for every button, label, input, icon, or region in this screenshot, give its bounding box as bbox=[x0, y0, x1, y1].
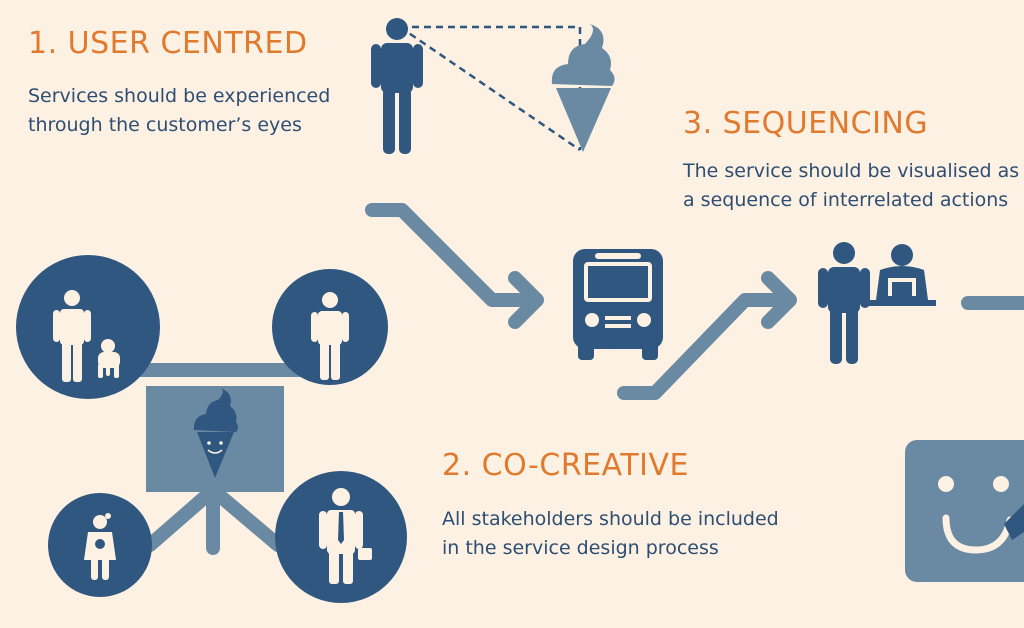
ice-cream-icon bbox=[551, 24, 615, 152]
person-icon bbox=[311, 292, 349, 380]
principle-3-heading: 3. SEQUENCING bbox=[683, 106, 929, 141]
person-icon bbox=[371, 18, 423, 154]
sequence-arrow-2 bbox=[617, 271, 797, 400]
stakeholder-circle-owner bbox=[16, 255, 160, 399]
person-icon bbox=[53, 290, 91, 382]
ice-cream-icon bbox=[193, 388, 238, 478]
principle-3-description: The service should be visualised as a se… bbox=[683, 157, 1019, 215]
bus-icon bbox=[573, 249, 663, 360]
sight-line bbox=[399, 25, 582, 152]
dog-icon bbox=[98, 339, 120, 378]
smiley-card-icon bbox=[905, 440, 1024, 582]
child-icon bbox=[84, 513, 116, 580]
stakeholder-circle-staff bbox=[272, 269, 388, 385]
principle-2-heading: 2. CO-CREATIVE bbox=[442, 448, 689, 483]
principle-1-description: Services should be experienced through t… bbox=[28, 82, 330, 140]
stakeholder-circle-business bbox=[275, 471, 407, 603]
principle-3-line-1: The service should be visualised as bbox=[683, 160, 1020, 182]
stakeholder-circle-child bbox=[48, 493, 152, 597]
presentation-board bbox=[146, 386, 284, 492]
sequence-arrow-1 bbox=[365, 203, 544, 329]
principle-1-heading: 1. USER CENTRED bbox=[28, 26, 308, 61]
customer-icon bbox=[818, 242, 870, 364]
shop-clerk-icon bbox=[868, 244, 936, 306]
principle-2-line-1: All stakeholders should be included bbox=[442, 508, 779, 530]
principle-3-line-2: a sequence of interrelated actions bbox=[683, 189, 1009, 211]
principle-2-description: All stakeholders should be included in t… bbox=[442, 505, 779, 563]
principle-1-line-1: Services should be experienced bbox=[28, 85, 331, 107]
businessman-icon bbox=[319, 488, 372, 584]
principle-1-line-2: through the customer’s eyes bbox=[28, 114, 302, 136]
principle-2-line-2: in the service design process bbox=[442, 537, 719, 559]
